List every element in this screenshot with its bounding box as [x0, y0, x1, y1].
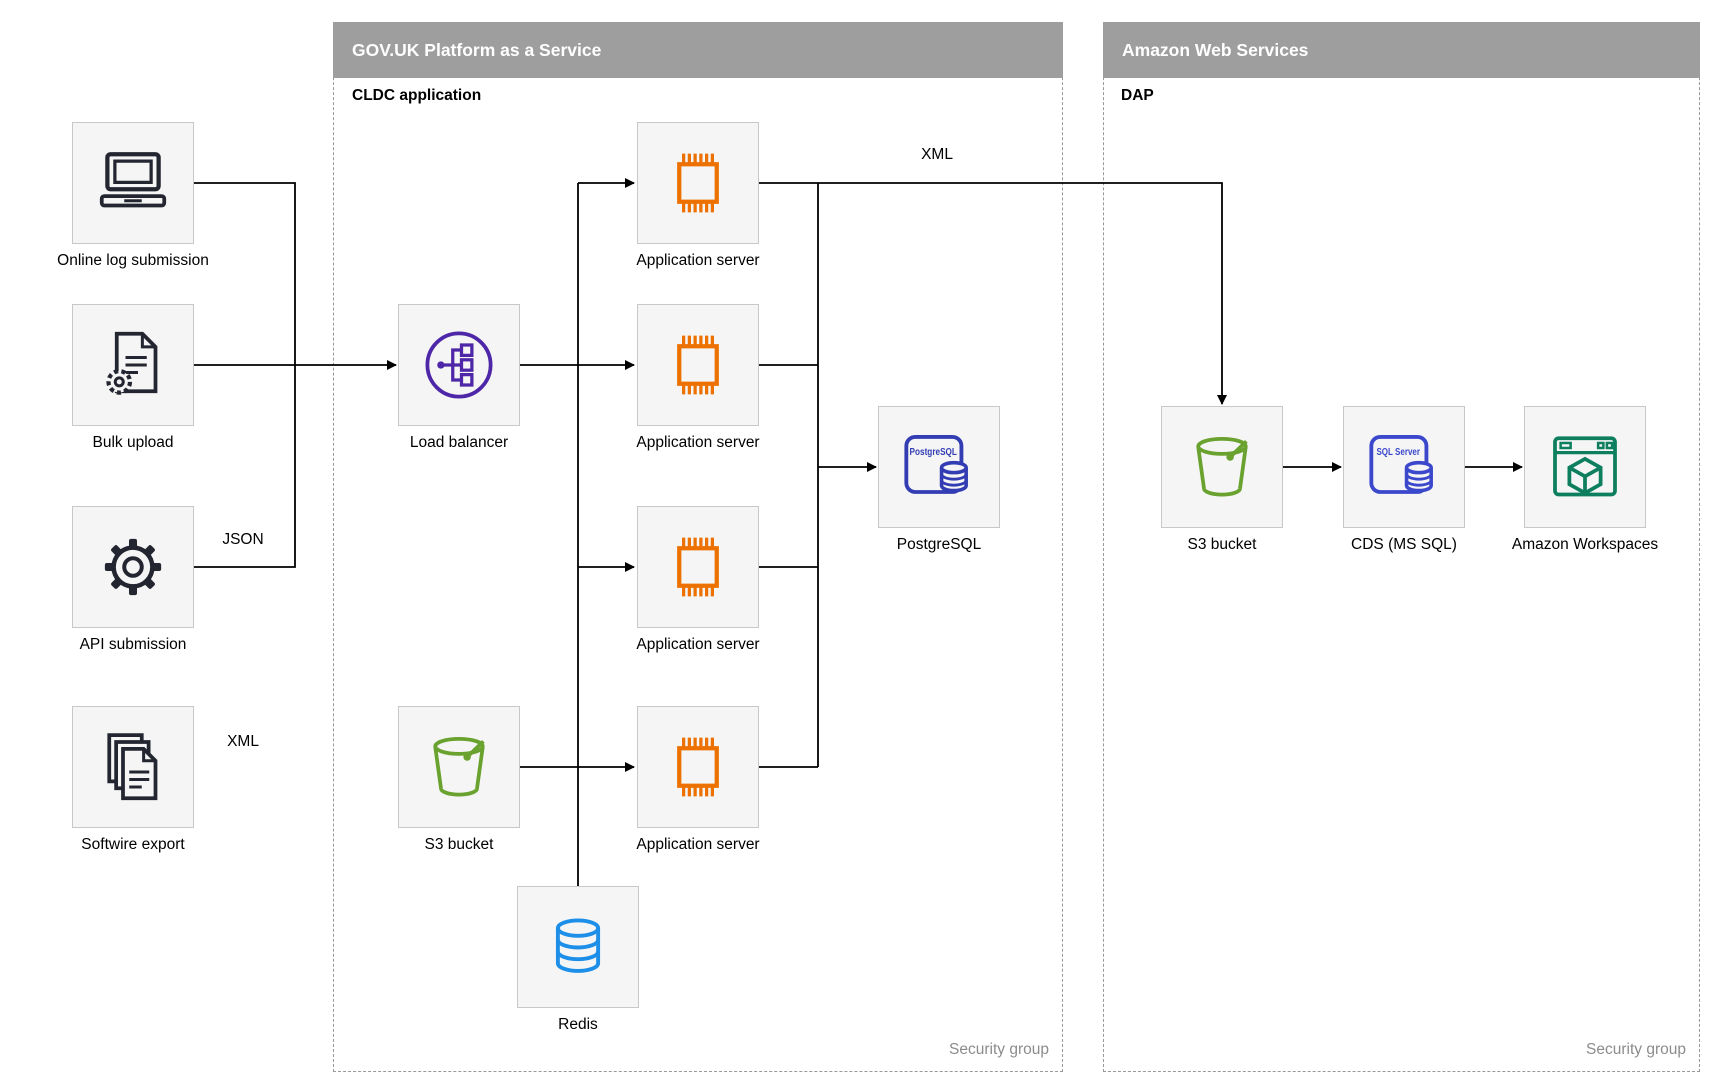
node-application-server-1: Application server [636, 122, 760, 269]
node-box [398, 706, 520, 828]
container-paas-title: GOV.UK Platform as a Service [352, 39, 602, 60]
stacked-documents-icon [93, 727, 173, 807]
node-box [72, 304, 194, 426]
node-box [637, 122, 759, 244]
node-box [72, 506, 194, 628]
node-postgresql: PostgreSQL [878, 406, 1000, 553]
container-paas-header: GOV.UK Platform as a Service [333, 22, 1063, 78]
node-box [1161, 406, 1283, 528]
node-cds-ms-sql: CDS (MS SQL) [1343, 406, 1465, 553]
node-label: Application server [636, 434, 760, 451]
gear-icon [93, 527, 173, 607]
chip-icon [658, 143, 738, 223]
container-aws-title: Amazon Web Services [1122, 39, 1309, 60]
node-label: S3 bucket [1187, 536, 1257, 553]
load-balancer-icon [419, 325, 499, 405]
computer-icon [93, 143, 173, 223]
node-load-balancer: Load balancer [398, 304, 520, 451]
node-label: Application server [636, 836, 760, 853]
edge-online-api-junction [194, 182, 296, 568]
node-label: Amazon Workspaces [1511, 536, 1659, 553]
node-s3-bucket-aws: S3 bucket [1161, 406, 1283, 553]
security-group-label-paas: Security group [949, 1041, 1049, 1058]
node-api-submission: API submission [72, 506, 194, 653]
zone-label-dap: DAP [1121, 87, 1154, 104]
s3-bucket-icon [419, 727, 499, 807]
node-label: API submission [79, 636, 187, 653]
node-box [1524, 406, 1646, 528]
node-box [637, 506, 759, 628]
chip-icon [658, 325, 738, 405]
node-label: Application server [636, 636, 760, 653]
node-bulk-upload: Bulk upload [72, 304, 194, 451]
node-softwire-export: Softwire export [72, 706, 194, 853]
node-label: Bulk upload [92, 434, 174, 451]
edge-label-json: JSON [222, 531, 264, 548]
node-redis: Redis [517, 886, 639, 1033]
node-label: S3 bucket [424, 836, 494, 853]
node-label: Redis [558, 1016, 598, 1033]
node-box [637, 706, 759, 828]
node-label: Load balancer [409, 434, 509, 451]
node-box [1343, 406, 1465, 528]
node-application-server-3: Application server [636, 506, 760, 653]
security-group-label-aws: Security group [1586, 1041, 1686, 1058]
node-application-server-4: Application server [636, 706, 760, 853]
node-label: PostgreSQL [896, 536, 982, 553]
redis-database-icon [539, 908, 617, 986]
container-aws-header: Amazon Web Services [1103, 22, 1700, 78]
node-label: Softwire export [81, 836, 185, 853]
node-box [878, 406, 1000, 528]
node-box [398, 304, 520, 426]
edge-label-xml-app: XML [921, 146, 953, 163]
sql-server-icon [1363, 426, 1445, 508]
edge-label-xml-softwire: XML [227, 733, 259, 750]
node-label: Application server [636, 252, 760, 269]
node-label: CDS (MS SQL) [1351, 536, 1457, 553]
node-application-server-2: Application server [636, 304, 760, 451]
postgresql-icon [898, 426, 980, 508]
node-box [637, 304, 759, 426]
s3-bucket-icon [1182, 427, 1262, 507]
node-online-log-submission: Online log submission [57, 122, 209, 269]
node-label: Online log submission [57, 252, 209, 269]
node-box [72, 706, 194, 828]
workspaces-icon [1545, 427, 1625, 507]
chip-icon [658, 527, 738, 607]
chip-icon [658, 727, 738, 807]
node-s3-bucket-paas: S3 bucket [398, 706, 520, 853]
node-box [72, 122, 194, 244]
document-gear-icon [93, 325, 173, 405]
zone-label-cldc-application: CLDC application [352, 87, 482, 104]
node-box [517, 886, 639, 1008]
node-amazon-workspaces: Amazon Workspaces [1512, 406, 1658, 553]
